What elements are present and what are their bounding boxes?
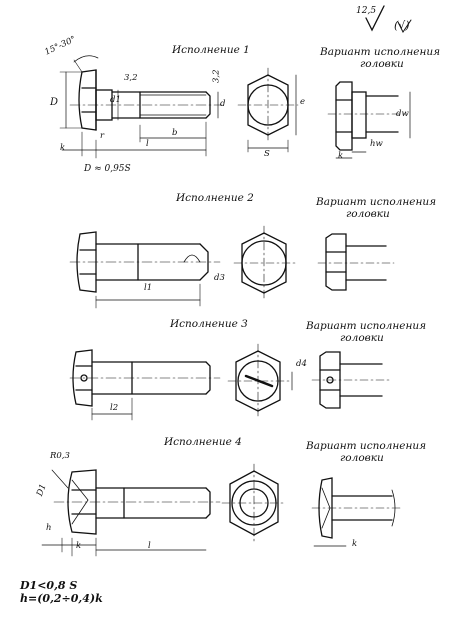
dim-D-formula: D ≈ 0,95S [84,164,131,174]
v3-variant-title: Вариант исполнения [306,320,427,332]
v4-variant-sub: головки [340,452,384,464]
dim-d3: d3 [214,273,225,283]
dim-l2: l2 [110,403,119,413]
v4-variant-title: Вариант исполнения [306,440,427,452]
bolt-v2-variant [317,233,395,291]
dim-R03: R0,3 [50,451,70,461]
dim-d4: d4 [296,359,307,369]
bolt-v4-end-view [221,463,287,543]
roughness-paren: (√) [394,19,410,32]
dim-r: r [100,131,105,141]
bolt-v1-variant [327,81,411,159]
dim-dw: dw [396,109,409,119]
dim-l: l [146,139,149,149]
dim-k-variant: k [338,151,344,161]
bolt-v2-end-view [233,225,297,301]
dim-roughness-b: 3,2 [211,69,222,84]
dim-S: S [264,149,270,159]
dim-d1: d1 [110,95,121,105]
v4-title: Исполнение 4 [164,436,242,448]
bolt-v3-variant [311,351,391,409]
v3-title: Исполнение 3 [170,318,248,330]
dim-k1: k [60,143,66,153]
dim-h: h [46,523,52,533]
dim-d: d [220,99,226,109]
dim-k4: k [76,541,82,551]
v2-variant-title: Вариант исполнения [316,196,437,208]
roughness-mark [365,5,412,33]
dim-e: e [300,97,306,107]
bolt-v1-side [59,55,223,159]
bolt-v4-variant [311,477,401,547]
dim-roughness-a: 3,2 [124,73,138,83]
dim-l4: l [148,541,151,551]
bolt-v3-side [69,349,221,421]
v3-variant-sub: головки [340,332,384,344]
v1-variant-sub: головки [360,58,404,70]
dim-hw: hw [370,139,383,149]
dim-b: b [172,128,178,138]
bolt-v4-side [41,469,221,557]
roughness-value: 12,5 [356,6,377,16]
dim-l1: l1 [144,283,153,293]
bolt-v3-end-view [227,343,293,419]
v2-variant-sub: головки [346,208,390,220]
dim-D: D [50,97,59,108]
v2-title: Исполнение 2 [176,192,254,204]
v1-title: Исполнение 1 [172,44,250,56]
dim-k4-variant: k [352,539,358,549]
bolt-v1-end-view [237,67,299,153]
v1-variant-title: Вариант исполнения [320,46,441,58]
note-h: h=(0,2÷0,4)k [20,592,103,605]
bolt-v2-side [69,231,221,309]
note-D1: D1<0,8 S [20,579,78,592]
